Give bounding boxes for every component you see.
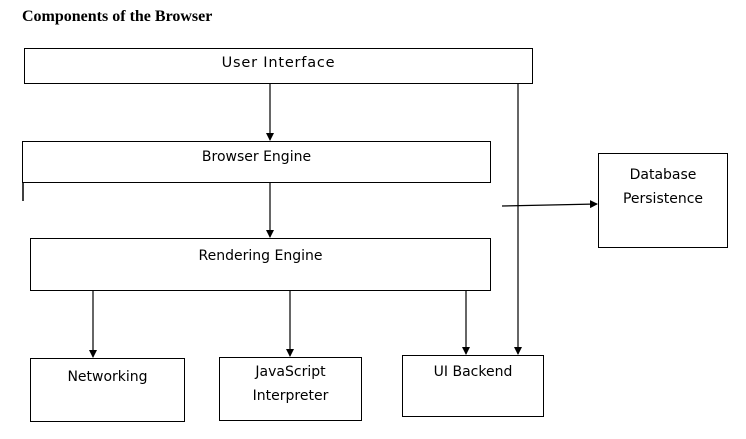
rendering-engine-label: Rendering Engine — [198, 248, 323, 264]
ui-backend-box: UI Backend — [402, 355, 544, 417]
javascript-interpreter-label-line2: Interpreter — [252, 388, 329, 404]
user-interface-label: User Interface — [221, 55, 336, 71]
networking-box: Networking — [30, 358, 185, 422]
networking-label: Networking — [67, 369, 148, 385]
rendering-engine-box: Rendering Engine — [30, 238, 491, 291]
arrow-browser-engine-to-database — [501, 200, 598, 209]
database-label-line2: Persistence — [622, 191, 704, 207]
diagram-title: Components of the Browser — [22, 8, 213, 25]
database-label-line1: Database — [629, 167, 697, 183]
javascript-interpreter-box: JavaScript Interpreter — [219, 357, 362, 421]
database-persistence-box: Database Persistence — [598, 153, 728, 248]
ui-backend-label: UI Backend — [433, 364, 513, 380]
user-interface-box: User Interface — [24, 48, 533, 84]
javascript-interpreter-label-line1: JavaScript — [255, 364, 326, 380]
browser-engine-label: Browser Engine — [201, 149, 312, 165]
browser-engine-box: Browser Engine — [22, 141, 491, 183]
